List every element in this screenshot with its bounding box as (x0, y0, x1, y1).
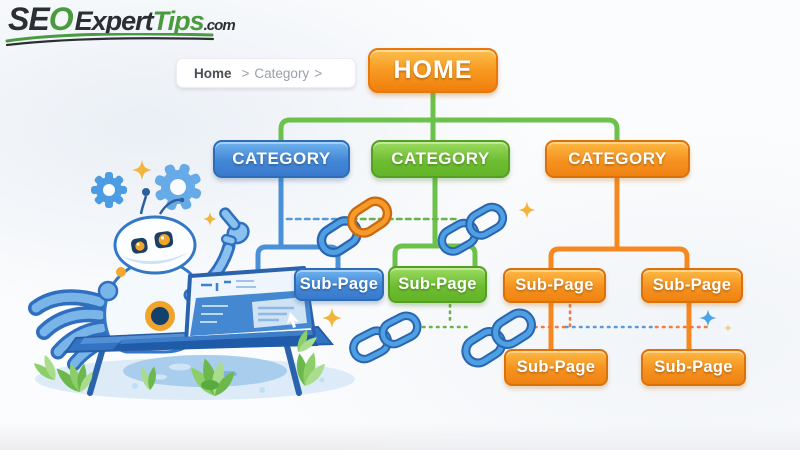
connector-subpages (548, 299, 692, 352)
node-category-3: CATEGORY (545, 140, 690, 178)
logo: SEOExpertTips.com (8, 1, 236, 37)
laptop-screen-glyphs (201, 280, 256, 291)
sparkle-icon (699, 309, 717, 327)
breadcrumb-category: Category (254, 65, 310, 81)
connector-category3 (548, 174, 690, 271)
sparkle-icon (132, 160, 152, 180)
node-subpage-3: Sub-Page (503, 268, 606, 303)
node-home: HOME (368, 48, 498, 93)
robot-chest-ring (145, 301, 175, 331)
logo-text-com: .com (203, 17, 236, 34)
node-subpage-5: Sub-Page (504, 349, 608, 386)
breadcrumb-separator: > (241, 65, 250, 81)
node-subpage-6: Sub-Page (641, 349, 746, 386)
node-subpage-1: Sub-Page (294, 268, 384, 301)
connector-home-categories (278, 89, 620, 143)
connector-category2 (392, 174, 478, 271)
logo-text-o: O (48, 1, 74, 37)
logo-swoosh (5, 33, 215, 47)
connector-lines (255, 89, 692, 352)
logo-text-tips: Tips (152, 6, 205, 36)
node-subpage-2: Sub-Page (388, 266, 487, 303)
dashed-link-lines (285, 217, 710, 333)
robot-hand (219, 207, 250, 246)
link-chain-icon (461, 308, 536, 368)
link-chain-icon (349, 311, 422, 364)
sparkle-icon (203, 212, 217, 226)
breadcrumb-separator: > (314, 65, 323, 81)
breadcrumb: Home > Category > (176, 58, 356, 88)
robot-head (113, 215, 197, 275)
gear-icon (91, 172, 127, 208)
node-category-2: CATEGORY (371, 140, 510, 178)
sparkle-icon (322, 308, 342, 328)
breadcrumb-home: Home (194, 65, 232, 81)
logo-text-se: SE (8, 1, 50, 37)
plant-leaves-icon (31, 328, 329, 400)
link-chain-icons (316, 196, 536, 368)
logo-text-expert: Expert (74, 6, 154, 36)
laptop-icon (112, 266, 318, 350)
sparkle-icon (518, 201, 536, 219)
gear-icons (91, 163, 202, 211)
link-chain-icon (437, 202, 508, 256)
gear-icon (154, 163, 202, 211)
node-category-1: CATEGORY (213, 140, 350, 178)
robot-mascot (28, 188, 250, 371)
robot-antenna (139, 195, 182, 215)
link-chain-icon (316, 196, 393, 258)
sparkle-icon (724, 324, 732, 332)
node-subpage-4: Sub-Page (641, 268, 743, 303)
robot-fingers (28, 289, 113, 371)
robot-eyes (131, 231, 174, 254)
